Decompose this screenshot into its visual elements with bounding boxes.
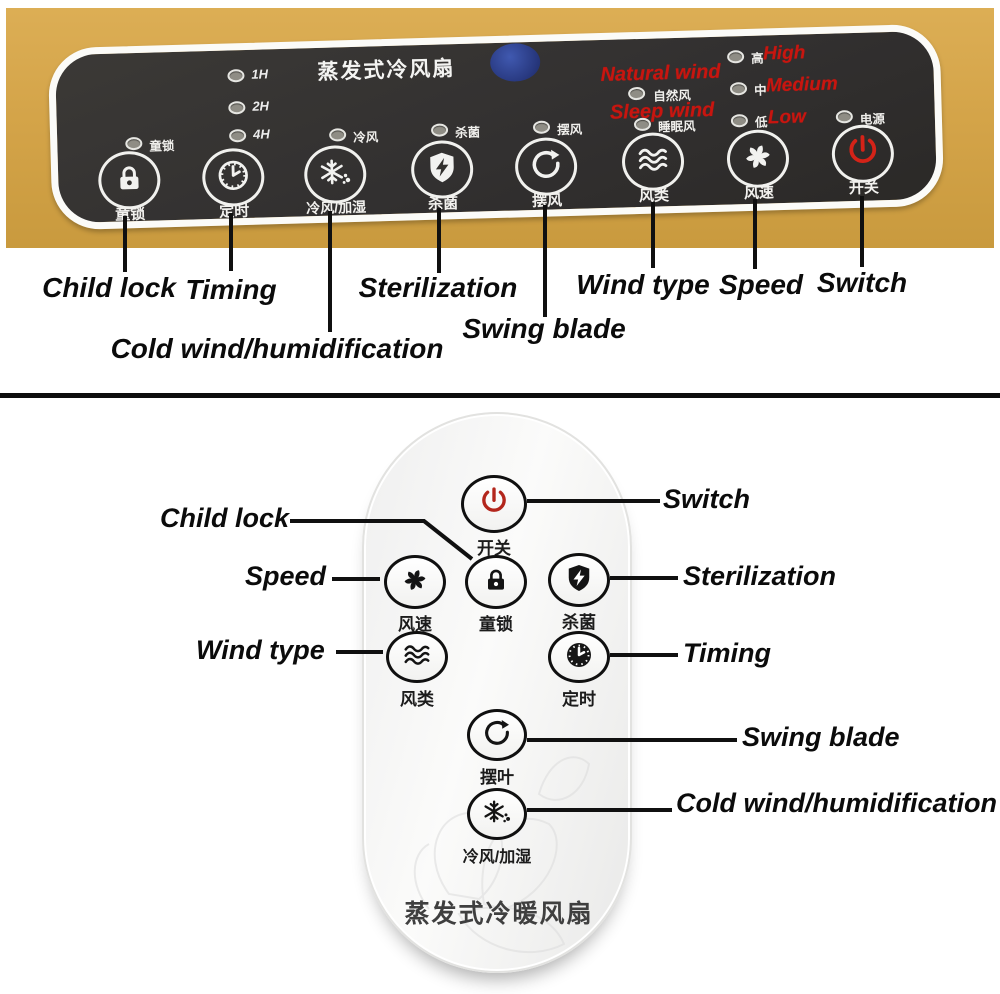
rotate-arrows-icon bbox=[482, 718, 512, 753]
clock-icon bbox=[216, 157, 251, 197]
led-high bbox=[726, 50, 745, 64]
section-divider bbox=[0, 393, 1000, 398]
fan-icon bbox=[740, 139, 775, 179]
swing-button-label: 摆风 bbox=[531, 192, 563, 211]
lock-icon bbox=[112, 160, 147, 200]
remote-power-label: 开关 bbox=[477, 539, 511, 558]
cold-wind-button-label: 冷风/加湿 bbox=[306, 198, 367, 217]
snowflake-icon bbox=[318, 155, 353, 195]
led-2h bbox=[228, 100, 246, 115]
led-child-lock bbox=[125, 136, 143, 151]
led-sterilize-label: 杀菌 bbox=[454, 125, 481, 141]
sterilization-button-label: 杀菌 bbox=[427, 195, 459, 213]
remote-child-lock-button[interactable] bbox=[465, 555, 527, 609]
remote-swing-button[interactable] bbox=[467, 709, 527, 761]
remote-brand-text: 蒸发式冷暖风扇 bbox=[404, 900, 594, 928]
remote-cold-wind-label: 冷风/加湿 bbox=[462, 849, 532, 866]
remote-annotation-wind-type: Wind type bbox=[196, 635, 325, 665]
annotation-sterilization: Sterilization bbox=[358, 272, 518, 303]
annotation-swing-blade: Swing blade bbox=[462, 313, 626, 344]
lily-watermark bbox=[413, 756, 591, 953]
swing-button[interactable] bbox=[514, 136, 578, 197]
led-sterilize bbox=[430, 123, 449, 137]
fan-icon bbox=[400, 565, 430, 600]
led-1h bbox=[227, 69, 245, 83]
natural-wind-red-label: Natural wind bbox=[600, 60, 721, 87]
high-red-label: High bbox=[762, 42, 806, 65]
power-button-label: 开关 bbox=[848, 179, 880, 198]
remote-sterilization-label: 杀菌 bbox=[562, 613, 596, 632]
shield-lightning-icon bbox=[425, 150, 460, 190]
led-sleep-wind-label: 睡眠风 bbox=[657, 119, 696, 135]
remote-control: 开关 风速 童锁 bbox=[362, 412, 632, 973]
remote-timing-label: 定时 bbox=[562, 690, 596, 709]
remote-wind-type-label: 风类 bbox=[400, 690, 434, 709]
led-4h bbox=[228, 128, 247, 143]
remote-annotation-child-lock: Child lock bbox=[160, 503, 290, 533]
wind-type-button[interactable] bbox=[621, 131, 685, 192]
annotation-cold-wind: Cold wind/humidification bbox=[110, 333, 444, 364]
sterilization-button[interactable] bbox=[410, 139, 474, 200]
rotate-arrows-icon bbox=[529, 147, 564, 187]
remote-child-lock-label: 童锁 bbox=[479, 615, 513, 634]
remote-speed-button[interactable] bbox=[384, 555, 446, 609]
annotation-child-lock: Child lock bbox=[42, 272, 176, 303]
led-medium bbox=[729, 81, 748, 96]
child-lock-button[interactable] bbox=[97, 150, 162, 211]
cold-wind-button[interactable] bbox=[303, 144, 368, 205]
remote-annotation-timing: Timing bbox=[683, 638, 772, 668]
led-natural-wind bbox=[627, 86, 646, 101]
remote-annotation-cold-wind: Cold wind/humidification bbox=[676, 788, 997, 818]
remote-sterilization-button[interactable] bbox=[548, 553, 610, 607]
speed-button[interactable] bbox=[726, 128, 790, 189]
annotation-timing: Timing bbox=[185, 274, 277, 305]
remote-speed-label: 风速 bbox=[398, 615, 432, 634]
timing-button[interactable] bbox=[201, 147, 266, 208]
remote-power-button[interactable] bbox=[461, 475, 527, 533]
led-4h-label: 4H bbox=[252, 126, 270, 142]
remote-annotation-sterilization: Sterilization bbox=[683, 561, 837, 591]
led-low bbox=[730, 113, 749, 128]
led-sleep-wind bbox=[633, 117, 652, 132]
led-power bbox=[835, 110, 854, 124]
annotation-switch: Switch bbox=[816, 267, 908, 298]
clock-icon bbox=[564, 640, 594, 675]
waves-icon bbox=[402, 640, 432, 675]
remote-timing-button[interactable] bbox=[548, 631, 610, 683]
control-panel: 蒸发式冷风扇 1H 2H 4H 童锁 冷风 杀菌 摆风 Natural wind… bbox=[47, 23, 945, 231]
led-cold-wind bbox=[328, 128, 347, 142]
waves-icon bbox=[635, 142, 670, 182]
shield-lightning-icon bbox=[564, 563, 594, 598]
led-low-label: 低 bbox=[754, 115, 768, 130]
led-child-lock-label: 童锁 bbox=[149, 138, 175, 154]
wind-type-button-label: 风类 bbox=[638, 187, 670, 206]
power-button[interactable] bbox=[831, 123, 895, 184]
speed-button-label: 风速 bbox=[743, 184, 775, 203]
power-indicator-dome bbox=[489, 42, 541, 83]
led-2h-label: 2H bbox=[252, 98, 270, 114]
low-red-label: Low bbox=[767, 106, 807, 129]
medium-red-label: Medium bbox=[765, 73, 839, 97]
remote-swing-label: 摆叶 bbox=[480, 768, 514, 787]
lock-icon bbox=[481, 565, 511, 600]
annotation-speed: Speed bbox=[718, 269, 804, 300]
remote-annotation-swing-blade: Swing blade bbox=[742, 722, 900, 752]
led-swing-label: 摆风 bbox=[556, 122, 583, 138]
led-1h-label: 1H bbox=[251, 66, 269, 82]
power-icon bbox=[845, 134, 880, 174]
remote-cold-wind-button[interactable] bbox=[467, 788, 527, 840]
remote-annotation-speed: Speed bbox=[245, 561, 327, 591]
remote-wind-type-button[interactable] bbox=[386, 631, 448, 683]
panel-title: 蒸发式冷风扇 bbox=[317, 57, 456, 84]
snowflake-icon bbox=[482, 797, 512, 832]
child-lock-button-label: 童锁 bbox=[115, 205, 146, 224]
remote-annotation-switch: Switch bbox=[663, 484, 751, 514]
power-icon bbox=[479, 486, 509, 522]
led-swing bbox=[532, 120, 551, 134]
led-cold-wind-label: 冷风 bbox=[353, 130, 379, 145]
annotation-wind-type: Wind type bbox=[576, 269, 710, 300]
